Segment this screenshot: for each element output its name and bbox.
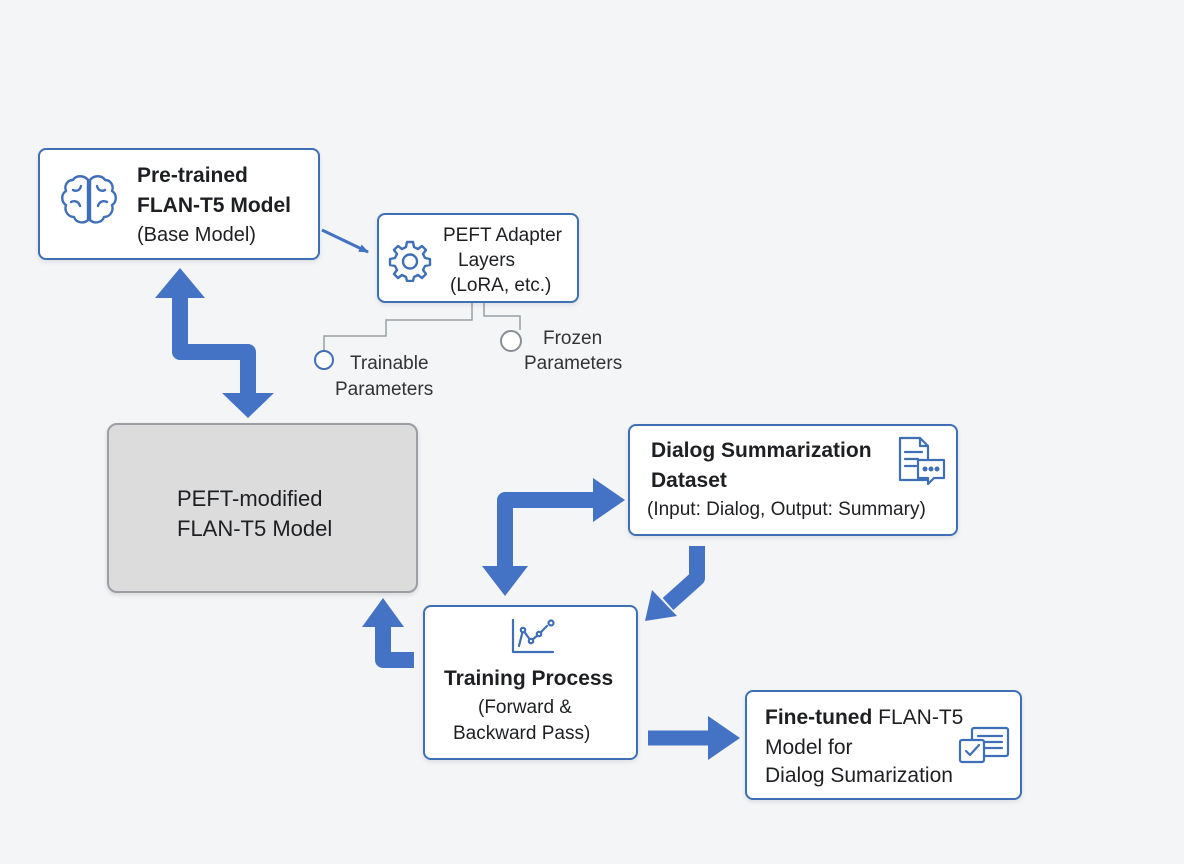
- frozen-marker: [500, 330, 522, 352]
- adapter-box: [377, 213, 579, 303]
- peft-model-box: [107, 423, 418, 593]
- connector-frozen: [483, 302, 521, 330]
- frozen-label-line2: Parameters: [524, 353, 623, 374]
- training-subtitle-line1: (Forward &: [478, 697, 572, 718]
- adapter-subtitle: (LoRA, etc.): [450, 275, 552, 296]
- base-model-title-line1: Pre-trained: [137, 164, 248, 187]
- dataset-title-line1: Dialog Summarization: [651, 439, 872, 462]
- adapter-title-line2: Layers: [458, 250, 516, 271]
- finetuned-title-line1: Fine-tuned FLAN-T5: [765, 707, 963, 728]
- trainable-marker: [314, 350, 334, 370]
- arrow-dataset-to-training: [662, 546, 705, 610]
- trainable-label-line1: Trainable: [350, 353, 429, 374]
- adapter-title-line1: PEFT Adapter: [443, 225, 562, 246]
- arrow-training-to-peft: [375, 625, 414, 668]
- arrow-base-peft-bidirectional: [172, 298, 256, 395]
- training-subtitle-line2: Backward Pass): [453, 723, 591, 744]
- peft-model-title-line2: FLAN-T5 Model: [177, 516, 333, 541]
- trainable-label-line2: Parameters: [335, 379, 434, 400]
- arrow-dataset-training-bidirectional: [497, 492, 595, 568]
- dataset-title-line2: Dataset: [651, 469, 727, 492]
- checklist-icon: [958, 726, 1010, 764]
- base-model-subtitle: (Base Model): [137, 224, 256, 246]
- finetuned-title-line3: Dialog Sumarization: [765, 764, 953, 787]
- training-title: Training Process: [444, 667, 614, 690]
- training-box: [423, 605, 638, 760]
- dataset-subtitle: (Input: Dialog, Output: Summary): [647, 499, 926, 520]
- connector-trainable: [323, 302, 473, 350]
- finetuned-title-rest: FLAN-T5: [878, 706, 964, 729]
- line-chart-icon: [511, 618, 555, 654]
- finetuned-title-line2: Model for: [765, 736, 853, 759]
- peft-model-title-line1: PEFT-modified: [177, 486, 323, 511]
- base-model-title-line2: FLAN-T5 Model: [137, 194, 291, 217]
- arrow-base-to-adapter: [321, 228, 369, 254]
- base-model-box: [38, 148, 320, 260]
- brain-icon: [61, 175, 117, 224]
- frozen-label-line1: Frozen: [543, 328, 603, 349]
- gear-icon: [388, 240, 432, 282]
- finetuned-title-bold: Fine-tuned: [765, 706, 873, 729]
- document-chat-icon: [898, 436, 946, 486]
